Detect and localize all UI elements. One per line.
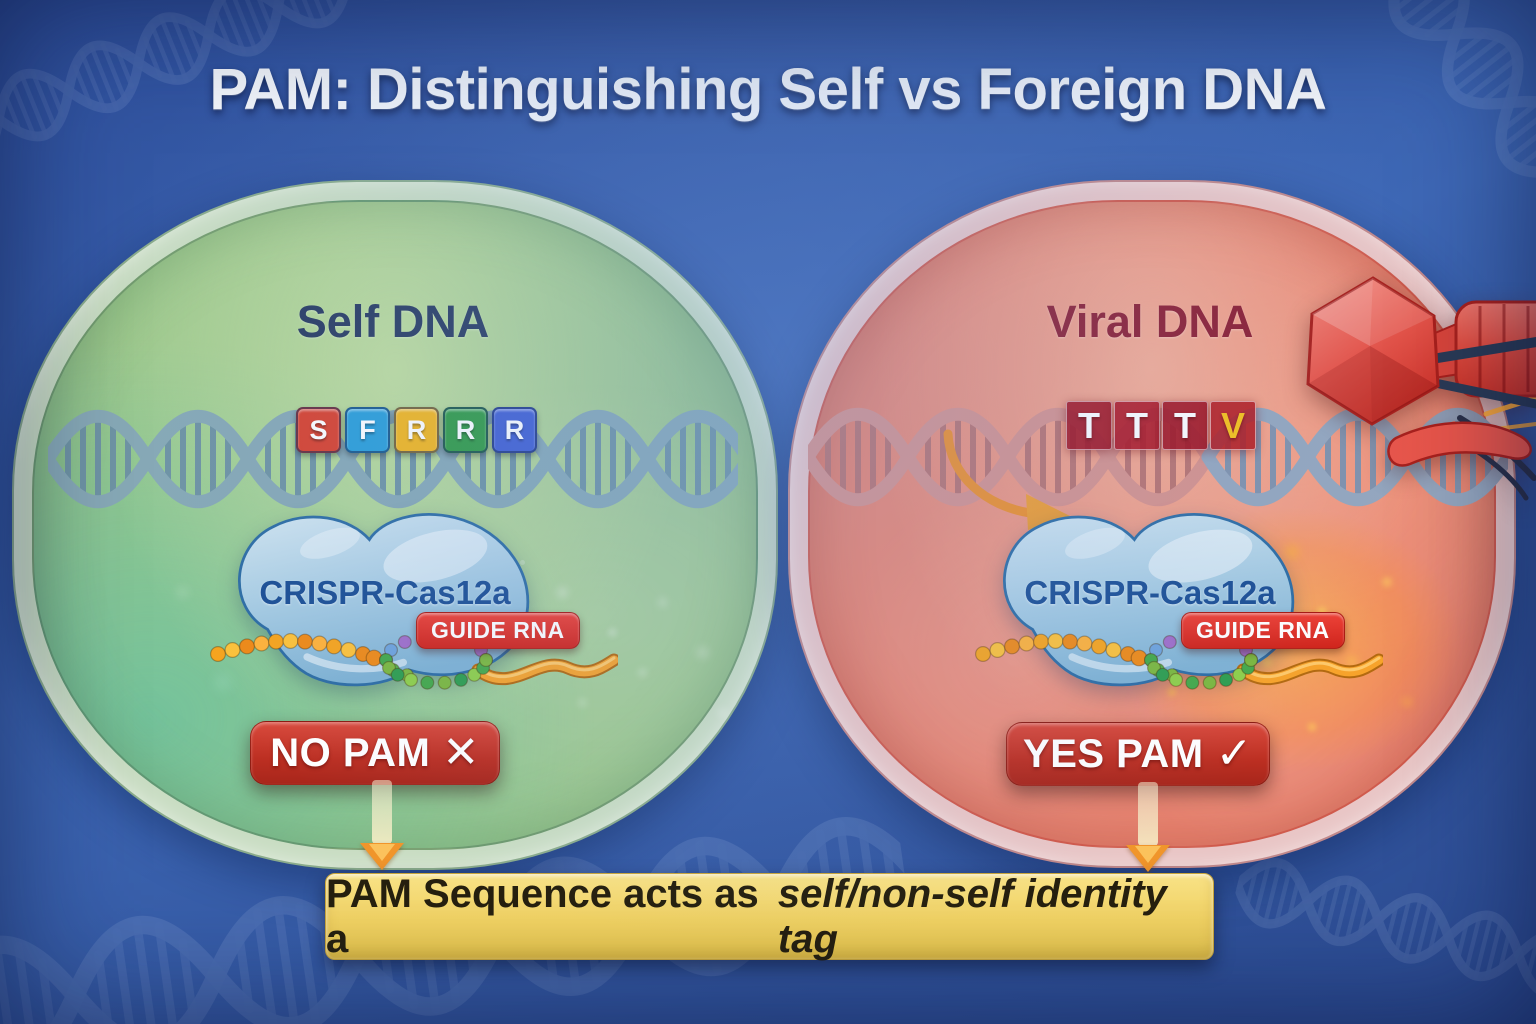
sequence-letter-box: V: [1210, 401, 1256, 450]
sequence-letter-box: R: [492, 407, 537, 453]
sequence-letter-box: R: [394, 407, 439, 453]
sequence-letter-box: F: [345, 407, 390, 453]
viral-dna-heading: Viral DNA: [1046, 296, 1254, 347]
sequence-letter-box: T: [1162, 401, 1208, 450]
check-icon: ✓: [1215, 729, 1253, 778]
sequence-letter-box: S: [296, 407, 341, 453]
cas12a-protein-left: CRISPR-Cas12a GUIDE RNA: [209, 490, 630, 730]
banner-text-italic: self/non-self identity tag: [777, 871, 1167, 961]
guide-rna-badge: GUIDE RNA: [416, 612, 580, 649]
down-arrow-left: [372, 780, 392, 844]
down-arrow-left-head: [360, 843, 404, 870]
guide-rna-strand: [209, 630, 618, 690]
banner-text: PAM Sequence acts as a: [326, 871, 759, 961]
sequence-letter-box: T: [1114, 401, 1160, 450]
x-icon: ✕: [442, 728, 480, 777]
bacteriophage-virus-icon: [1306, 276, 1536, 501]
self-dna-sequence: S F R R R: [296, 407, 537, 453]
pam-sequence-tttv: T T T V: [1066, 401, 1256, 450]
yes-pam-label: YES PAM: [1023, 731, 1204, 776]
cas12a-protein-right: CRISPR-Cas12a GUIDE RNA: [974, 490, 1395, 730]
cas12a-label: CRISPR-Cas12a: [259, 574, 511, 611]
pam-recognition-arrow: [943, 429, 1070, 530]
no-pam-badge: NO PAM ✕: [250, 721, 500, 785]
cas12a-label: CRISPR-Cas12a: [1024, 574, 1276, 611]
yes-pam-badge: YES PAM ✓: [1006, 722, 1270, 786]
down-arrow-right: [1138, 782, 1158, 846]
summary-banner: PAM Sequence acts as a self/non-self ide…: [325, 871, 1214, 961]
no-pam-label: NO PAM: [270, 730, 431, 775]
self-dna-heading: Self DNA: [296, 296, 490, 347]
page-title: PAM: Distinguishing Self vs Foreign DNA: [209, 57, 1327, 122]
sequence-letter-box: R: [443, 407, 488, 453]
down-arrow-right-head: [1126, 845, 1170, 872]
guide-rna-badge: GUIDE RNA: [1181, 612, 1345, 649]
sequence-letter-box: T: [1066, 401, 1112, 450]
